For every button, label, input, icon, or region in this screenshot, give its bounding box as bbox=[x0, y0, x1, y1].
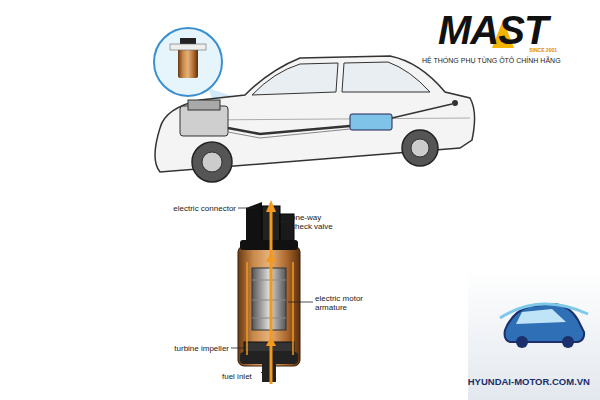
leader-lines bbox=[231, 208, 313, 376]
watermark-car-icon bbox=[500, 304, 588, 348]
logo-since: SINCE 2001 bbox=[529, 47, 557, 53]
fuel-pump bbox=[238, 200, 300, 384]
motor-armature bbox=[252, 268, 286, 330]
magnifier bbox=[154, 28, 222, 96]
logo-text: MAST bbox=[438, 8, 547, 52]
part-label: turbine impeller bbox=[174, 344, 229, 353]
part-label: electric connector bbox=[173, 204, 236, 213]
watermark-panel bbox=[468, 268, 600, 400]
part-label: one-way check valve bbox=[291, 213, 339, 231]
watermark: HYUNDAI-MOTOR.COM.VN bbox=[468, 376, 590, 387]
part-label: electric motor armature bbox=[315, 294, 377, 312]
fuel-tank bbox=[350, 114, 392, 130]
logo-slogan: HỆ THỐNG PHỤ TÙNG ÔTÔ CHÍNH HÃNG bbox=[422, 56, 561, 65]
part-label: fuel inlet bbox=[222, 372, 252, 381]
